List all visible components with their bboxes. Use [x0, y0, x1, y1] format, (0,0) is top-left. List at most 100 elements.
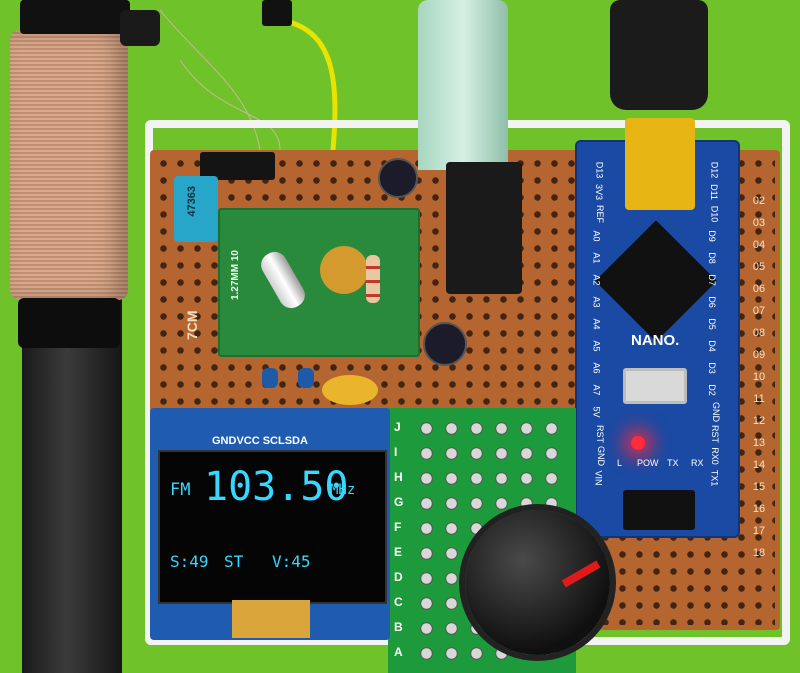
row-number: 11	[753, 393, 765, 405]
pin-label: A3	[591, 296, 602, 308]
pin-label: GND	[596, 446, 606, 466]
pin-label: RST	[595, 425, 605, 443]
pin-label: D13	[594, 161, 605, 179]
pin-header	[200, 152, 275, 180]
microcontroller-chip	[595, 220, 717, 342]
led-label-rx: RX	[691, 458, 704, 468]
pin-label: D8	[706, 252, 717, 264]
oled-module: GNDVCC SCLSDA FM 103.50 MHz S:49 ST V:45	[150, 408, 390, 640]
oled-frequency: 103.50	[204, 464, 349, 510]
usb-cable	[610, 0, 708, 110]
pin-label: D3	[706, 362, 717, 374]
pin-label: RX0	[709, 447, 720, 465]
oled-volume: V:45	[272, 552, 311, 571]
row-number: 12	[752, 415, 766, 427]
antenna-wire	[159, 9, 338, 181]
audio-plug	[418, 0, 508, 170]
row-number: 16	[752, 503, 766, 515]
pin-label: D7	[706, 274, 717, 286]
row-number: 18	[752, 547, 766, 559]
row-letter: J	[394, 420, 401, 434]
ceramic-capacitor	[320, 246, 368, 294]
led-power	[631, 436, 645, 450]
coil-clip	[120, 10, 160, 46]
arduino-right-pin-labels: D12 D11 D10 D9 D8 D7 D6 D5 D4 D3 D2 GND …	[706, 161, 721, 505]
row-number: 08	[752, 327, 766, 339]
row-letter: C	[394, 595, 403, 609]
pin-label: A0	[591, 230, 602, 242]
row-letter: B	[394, 620, 403, 634]
row-number: 06	[752, 283, 766, 295]
reset-button[interactable]	[623, 368, 687, 404]
pin-label: A7	[591, 384, 602, 396]
icsp-header	[623, 490, 695, 530]
electrolytic-capacitor-2	[423, 322, 467, 366]
oled-screen: FM 103.50 MHz S:49 ST V:45	[158, 450, 387, 604]
row-number: 07	[752, 305, 766, 317]
jumper-connector	[262, 0, 292, 26]
arduino-name: NANO.	[631, 332, 680, 349]
pin-label: RST	[710, 425, 720, 443]
row-number-column: 02 03 04 05 06 07 08 09 10 11 12 13 14 1…	[748, 195, 776, 575]
pin-label: A1	[591, 252, 602, 264]
row-letter: G	[394, 495, 404, 509]
pin-label: D4	[706, 340, 717, 352]
pin-label: VIN	[593, 470, 604, 486]
usb-connector	[625, 118, 695, 210]
pin-label: A4	[591, 318, 602, 330]
pin-label: REF	[595, 205, 605, 223]
row-number: 05	[752, 261, 766, 273]
pin-label: D6	[706, 296, 717, 308]
oled-pin-header: GNDVCC SCLSDA	[212, 435, 308, 447]
pin-label: GND	[711, 402, 721, 422]
pin-label: 5V	[591, 406, 602, 418]
board-size-label: 7CM	[184, 310, 200, 340]
pin-label: D12	[709, 161, 720, 179]
electrolytic-capacitor-1	[378, 158, 418, 198]
pin-label: 3V3	[594, 183, 605, 201]
blue-capacitor-1	[262, 368, 278, 388]
coil-band	[18, 298, 120, 348]
resistor	[366, 255, 380, 303]
pin-label: D5	[706, 318, 717, 330]
row-letter: E	[394, 545, 403, 559]
oled-stereo: ST	[224, 552, 244, 571]
rotary-encoder-knob[interactable]	[465, 510, 610, 655]
row-number: 10	[752, 371, 766, 383]
row-number: 14	[752, 459, 766, 471]
led-label-pow: POW	[637, 458, 659, 468]
pin-label: A2	[591, 274, 602, 286]
blue-capacitor-2	[298, 368, 314, 388]
row-letter: D	[394, 570, 403, 584]
yellow-capacitor	[322, 375, 378, 405]
row-letter: H	[394, 470, 403, 484]
row-number: 13	[752, 437, 766, 449]
pin-label: D10	[709, 205, 720, 223]
pin-label: TX1	[709, 469, 720, 487]
pin-label: A6	[591, 362, 602, 374]
row-number: 03	[752, 217, 766, 229]
pin-label: D9	[706, 230, 717, 242]
row-number: 15	[752, 481, 766, 493]
oled-band: FM	[170, 480, 191, 500]
oled-unit: MHz	[330, 482, 356, 498]
row-number: 09	[752, 349, 766, 361]
row-letter: I	[394, 445, 398, 459]
row-number: 02	[752, 195, 766, 207]
film-capacitor: 47363	[174, 176, 218, 242]
row-number: 17	[752, 525, 766, 537]
led-label-tx: TX	[667, 458, 679, 468]
row-letter: F	[394, 520, 402, 534]
led-label-l: L	[617, 458, 623, 468]
pin-label: D2	[706, 384, 717, 396]
radio-module-board: 1.27MM 10	[218, 208, 420, 357]
protoboard-row-letters: J I H G F E D C B A	[394, 420, 410, 670]
arduino-left-pin-labels: D13 3V3 REF A0 A1 A2 A3 A4 A5 A6 A7 5V R…	[591, 161, 606, 505]
row-letter: A	[394, 645, 403, 659]
knob-indicator	[561, 560, 601, 588]
pin-label: A5	[591, 340, 602, 352]
pin-label: D11	[708, 184, 719, 200]
row-number: 04	[752, 239, 766, 251]
oled-ribbon	[232, 600, 310, 638]
capacitor-label: 47363	[186, 186, 198, 217]
